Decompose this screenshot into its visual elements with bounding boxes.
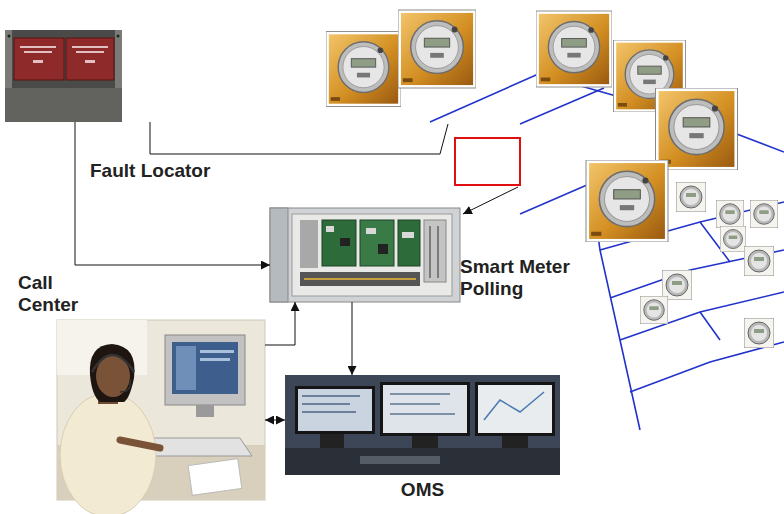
image-node: Call Center xyxy=(57,320,265,500)
highlight-box xyxy=(455,138,520,185)
meter-icon xyxy=(744,246,774,276)
meter-picture xyxy=(656,88,738,170)
meter-icon xyxy=(720,226,746,252)
node-heading: Smart Meter Polling xyxy=(460,256,595,300)
node-heading: Call Center xyxy=(18,272,106,316)
call-center-picture xyxy=(57,320,265,514)
pointer-arrow xyxy=(463,187,518,214)
meter-icon xyxy=(676,182,706,212)
connector xyxy=(265,420,285,421)
image-node: OMS xyxy=(285,375,560,475)
meter-picture xyxy=(398,10,476,88)
fault-locator-line xyxy=(150,122,448,154)
polling-cabinet-picture xyxy=(270,208,460,302)
meter-icon xyxy=(716,200,744,228)
node-heading: Fault Locator xyxy=(90,160,210,182)
image-node: Fault Locator xyxy=(5,30,122,122)
connector xyxy=(75,122,270,265)
meter-picture xyxy=(586,160,668,242)
meter-icon xyxy=(662,270,692,300)
meter-icon xyxy=(744,318,774,348)
oms-control-room-picture xyxy=(285,375,560,475)
meter-picture xyxy=(326,32,401,107)
fault-locator-picture xyxy=(5,30,122,122)
meter-icon xyxy=(640,296,668,324)
node-heading: OMS xyxy=(285,479,560,501)
connector xyxy=(265,302,295,345)
image-node: Smart Meter Polling xyxy=(270,208,460,302)
connector xyxy=(352,302,353,375)
meter-picture xyxy=(536,11,612,87)
meter-icon xyxy=(750,200,778,228)
